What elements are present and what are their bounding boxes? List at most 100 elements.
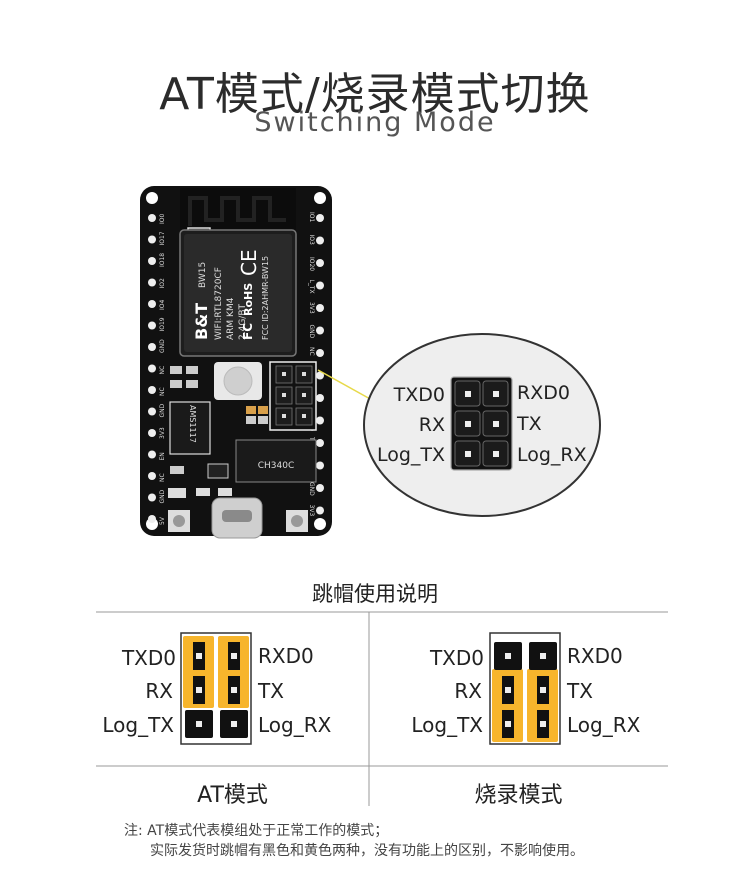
pin-hole — [148, 364, 156, 373]
burn-mode-caption: 烧录模式 — [474, 783, 563, 808]
pin-label: GND — [159, 403, 166, 417]
page-title: AT模式/烧录模式切换 — [159, 69, 591, 120]
mount-hole — [314, 518, 326, 530]
pin-label: NC — [159, 387, 166, 396]
pin-label: IO19 — [159, 317, 166, 331]
pin-hole — [316, 326, 324, 335]
jumper-cap-right — [218, 636, 249, 708]
header-pin — [196, 721, 202, 727]
module-model: BW15 — [198, 262, 208, 288]
pin-hole — [316, 461, 324, 470]
rohs-mark: RoHS — [242, 283, 255, 316]
chip-label: CH340C — [258, 461, 295, 471]
jumper-cap-left — [492, 669, 523, 742]
smd-component — [207, 463, 229, 479]
at-label-tx: TX — [258, 679, 284, 703]
at-label-log-rx: Log_RX — [258, 713, 332, 737]
pin-hole — [316, 484, 324, 492]
pin-label: NC — [159, 473, 166, 482]
zoom-label-rx: RX — [418, 414, 445, 436]
at-mode-diagram — [180, 632, 252, 745]
pin-hole — [148, 321, 156, 330]
jumper-pin — [302, 414, 306, 418]
pin-hole — [316, 416, 324, 425]
pin-hole — [148, 278, 156, 287]
header-pin — [231, 687, 237, 693]
at-label-log-tx: Log_TX — [102, 713, 174, 737]
pin-hole — [148, 343, 156, 351]
pin-hole — [316, 281, 324, 290]
smd-component — [196, 488, 210, 496]
at-label-txd0: TXD0 — [121, 646, 176, 670]
pin-label: IO2 — [159, 278, 166, 288]
pin-hole — [148, 429, 156, 437]
usb-port-opening — [222, 510, 252, 522]
zoom-callout — [363, 333, 601, 517]
smd-component — [246, 406, 256, 414]
pin-label: NC — [159, 366, 166, 375]
header-pin — [231, 721, 237, 727]
pin-label: IO0 — [159, 214, 166, 224]
pin-hole — [148, 472, 156, 480]
voltage-regulator — [169, 401, 211, 455]
zoom-pin — [493, 421, 499, 427]
pin-hole — [316, 394, 324, 402]
pin-label: GND — [159, 489, 166, 503]
module-spec: ARM KM4 — [226, 297, 236, 340]
pin-hole — [148, 450, 156, 459]
header-pin — [196, 687, 202, 693]
regulator-label: AMS1117 — [188, 405, 197, 443]
zoom-pointer-line — [317, 369, 373, 401]
pin-label: IO20 — [308, 257, 315, 271]
reset-button-cap — [173, 515, 185, 527]
pin-hole — [316, 371, 324, 380]
zoom-label-tx: TX — [517, 413, 542, 435]
header-pin — [540, 721, 546, 727]
ce-mark: CE — [237, 249, 261, 276]
note-line-1: 注: AT模式代表模组处于正常工作的模式； — [124, 823, 389, 839]
burn-label-tx: TX — [567, 679, 593, 703]
zoom-label-txd0: TXD0 — [393, 384, 445, 406]
pin-label: IO1 — [308, 212, 315, 222]
pin-label: L_TX — [308, 280, 315, 294]
pin-label: IO17 — [159, 231, 166, 245]
burn-label-rx: RX — [454, 679, 482, 703]
smd-component — [168, 488, 186, 498]
pin-label: NC — [308, 347, 315, 356]
pin-label: 5V — [159, 516, 166, 525]
zoom-pin — [493, 451, 499, 457]
zoom-pin — [465, 451, 471, 457]
smd-component — [170, 380, 182, 388]
pin-hole — [148, 214, 156, 222]
header-pin — [505, 687, 511, 693]
jumper-cap-right — [527, 669, 558, 742]
at-label-rxd0: RXD0 — [258, 644, 314, 668]
smd-component — [170, 366, 182, 374]
mount-hole — [146, 192, 158, 204]
jumper-pin — [282, 393, 286, 397]
burn-mode-diagram — [489, 632, 561, 745]
usage-title: 跳帽使用说明 — [312, 582, 438, 606]
burn-label-log-tx: Log_TX — [411, 713, 483, 737]
pin-hole — [148, 515, 156, 523]
smd-component — [258, 406, 268, 414]
page-subtitle: Switching Mode — [254, 107, 496, 138]
pin-label: IO4 — [159, 300, 166, 310]
at-mode-caption: AT模式 — [197, 783, 268, 808]
header-pin — [505, 653, 511, 659]
pin-hole — [316, 236, 324, 245]
zoom-label-rxd0: RXD0 — [517, 382, 570, 404]
module-shield — [184, 234, 292, 352]
smd-component — [186, 366, 198, 374]
jumper-pin — [302, 372, 306, 376]
smd-component — [246, 416, 256, 424]
pin-hole — [316, 349, 324, 357]
pin-hole — [148, 300, 156, 308]
burn-label-rxd0: RXD0 — [567, 644, 623, 668]
pin-hole — [316, 214, 324, 222]
pin-hole — [316, 304, 324, 312]
pin-label: GND — [308, 482, 315, 496]
pin-hole — [316, 439, 324, 447]
dev-board: IO0IO17IO18IO2IO4IO19GNDNCNCGND3V3ENNCGN… — [140, 186, 332, 539]
